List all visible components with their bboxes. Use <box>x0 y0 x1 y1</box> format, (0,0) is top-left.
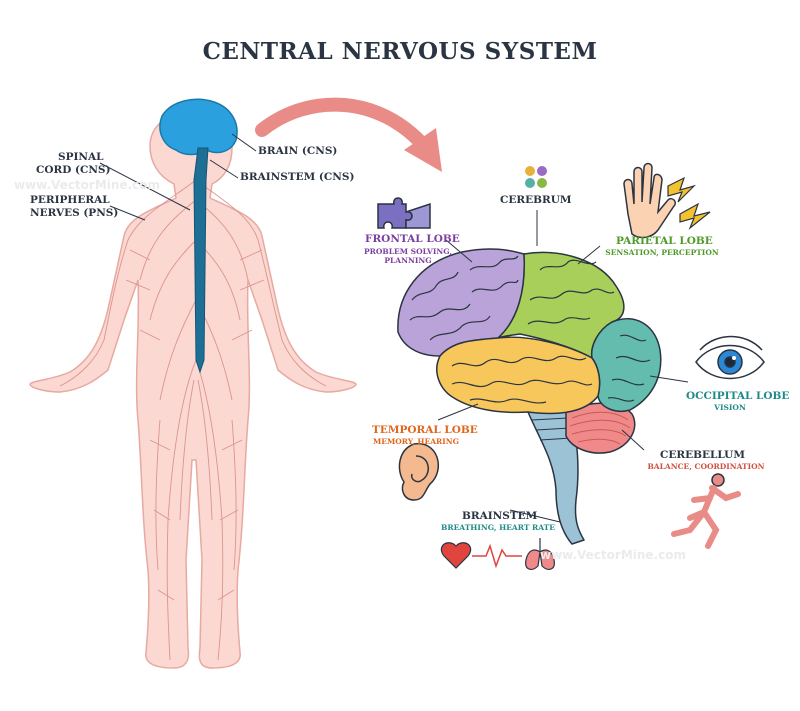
occipital-lobe-desc: VISION <box>714 403 746 412</box>
brain-label: BRAIN (CNS) <box>258 145 338 157</box>
cerebrum-label: CEREBRUM <box>500 194 572 206</box>
brainstem-desc: BREATHING, HEART RATE <box>441 523 555 532</box>
ear-icon <box>398 443 440 501</box>
peripheral-label-line1: PERIPHERAL <box>30 194 110 206</box>
puzzle-icon <box>377 197 431 229</box>
brainstem-body-label: BRAINSTEM (CNS) <box>240 171 355 183</box>
cerebellum-label: CEREBELLUM <box>660 449 745 461</box>
arrow-head <box>404 128 442 172</box>
cerebellum-desc: BALANCE, COORDINATION <box>647 462 765 471</box>
heart-icon <box>440 542 472 569</box>
parietal-lobe-label: PARIETAL LOBE <box>616 235 713 247</box>
human-body <box>29 98 357 669</box>
temporal-lobe-desc: MEMORY, HEARING <box>372 437 460 446</box>
lungs-icon <box>525 538 555 570</box>
lightning-icon <box>667 176 711 230</box>
parietal-lobe-desc: SENSATION, PERCEPTION <box>605 248 719 257</box>
spinal-cord-label-line1: SPINAL <box>58 151 104 163</box>
spinal-cord-label-line2: CORD (CNS) <box>36 164 111 176</box>
watermark: www.VectorMine.com <box>540 548 686 562</box>
runner-icon <box>671 473 741 549</box>
frontal-lobe-label: FRONTAL LOBE <box>365 233 460 245</box>
cerebrum-dots-icon <box>525 166 547 188</box>
peripheral-label-line2: NERVES (PNS) <box>30 207 119 219</box>
hand-icon <box>623 162 677 239</box>
arrow-shaft <box>255 97 431 153</box>
watermark: www.VectorMine.com <box>14 178 160 192</box>
brainstem-label: BRAINSTEM <box>462 510 538 522</box>
brain-detail <box>397 248 662 545</box>
occipital-lobe-label: OCCIPITAL LOBE <box>686 390 790 402</box>
pulse-icon <box>472 543 522 569</box>
eye-icon <box>695 335 765 380</box>
page-title: CENTRAL NERVOUS SYSTEM <box>202 38 598 65</box>
frontal-lobe-desc-line2: PLANNING <box>384 256 432 265</box>
temporal-lobe-label: TEMPORAL LOBE <box>372 424 478 436</box>
frontal-lobe-desc-line1: PROBLEM SOLVING, <box>364 247 452 256</box>
